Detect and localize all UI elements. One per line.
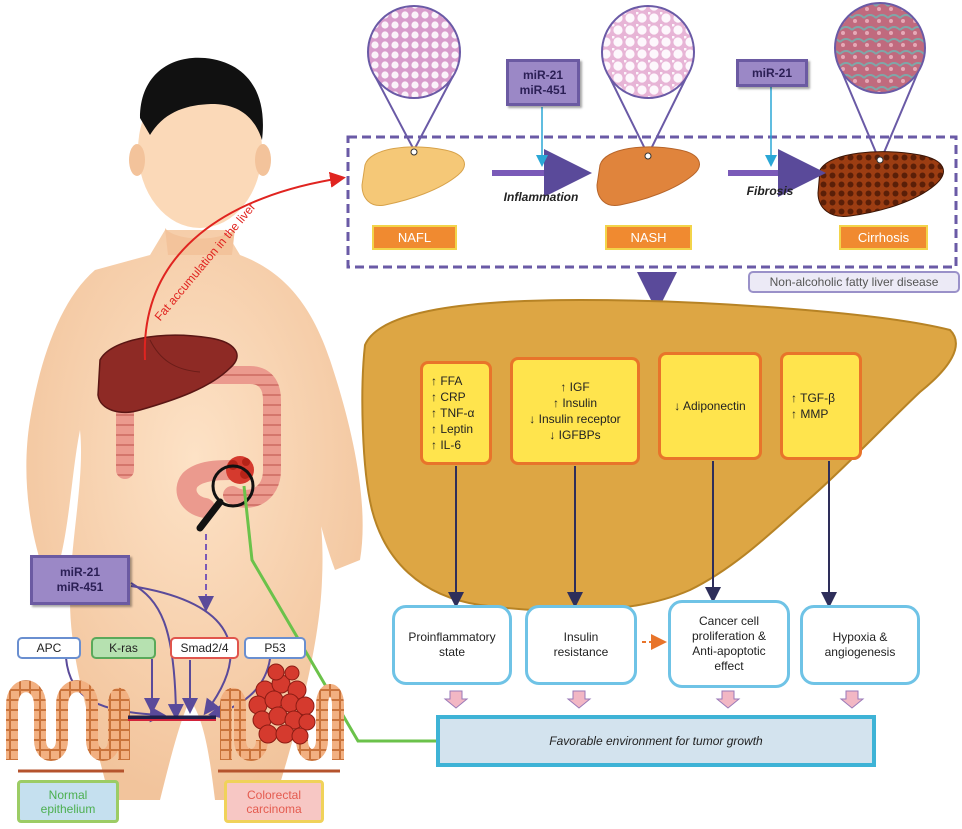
mir-box-bottom: miR-21 miR-451 (30, 555, 130, 605)
marker-insulin: ↑ Insulin (553, 395, 597, 411)
gene-smad: Smad2/4 (170, 637, 239, 659)
cancer-proliferation-box: Cancer cell proliferation & Anti-apoptot… (668, 600, 790, 688)
proinflammatory-line-1: Proinflammatory (408, 630, 495, 645)
mir-451-label: miR-451 (520, 83, 567, 98)
nafl-label: NAFL (372, 225, 457, 250)
favorable-environment-box: Favorable environment for tumor growth (436, 715, 876, 767)
crc-line-1: Colorectal (247, 788, 301, 802)
marker-insulin-receptor: ↓ Insulin receptor (529, 411, 620, 427)
gene-kras: K-ras (91, 637, 156, 659)
insulin-resistance-line-2: resistance (554, 645, 609, 660)
insulin-resistance-box: Insulin resistance (525, 605, 637, 685)
marker-igf: ↑ IGF (560, 379, 589, 395)
hypoxia-angiogenesis-box: Hypoxia & angiogenesis (800, 605, 920, 685)
cancer-line-2: proliferation & (692, 629, 766, 644)
colon-tumor-icon (226, 456, 254, 484)
normal-line-2: epithelium (41, 802, 96, 816)
nash-label: NASH (605, 225, 692, 250)
mir-bottom-21-label: miR-21 (60, 565, 100, 580)
colorectal-carcinoma-label: Colorectal carcinoma (224, 780, 324, 823)
cirrhosis-label: Cirrhosis (839, 225, 928, 250)
nafl-histology-icon (368, 6, 460, 150)
outcome-down-arrows (445, 691, 863, 708)
hypoxia-line-1: Hypoxia & (833, 630, 888, 645)
marker-igfbps: ↓ IGFBPs (549, 427, 600, 443)
normal-epithelium-label: Normal epithelium (17, 780, 119, 823)
adiponectin-box: ↓ Adiponectin (658, 352, 762, 460)
mir-21-label: miR-21 (523, 68, 563, 83)
insulin-markers-box: ↑ IGF ↑ Insulin ↓ Insulin receptor ↓ IGF… (510, 357, 640, 465)
proinflammatory-state-box: Proinflammatory state (392, 605, 512, 685)
mir-bottom-451-label: miR-451 (57, 580, 104, 595)
marker-adiponectin: ↓ Adiponectin (674, 398, 745, 414)
tgf-mmp-box: ↑ TGF-β ↑ MMP (780, 352, 862, 460)
mir-box-top-right: miR-21 (736, 59, 808, 87)
insulin-resistance-line-1: Insulin (564, 630, 599, 645)
gene-apc: APC (17, 637, 81, 659)
hypoxia-line-2: angiogenesis (825, 645, 896, 660)
cancer-line-4: effect (714, 659, 743, 674)
cancer-line-3: Anti-apoptotic (692, 644, 765, 659)
normal-line-1: Normal (49, 788, 88, 802)
cancer-line-1: Cancer cell (699, 614, 759, 629)
marker-tnf: ↑ TNF-α (431, 405, 481, 421)
marker-ffa: ↑ FFA (431, 373, 481, 389)
marker-tgf: ↑ TGF-β (791, 390, 851, 406)
nash-histology-icon (602, 6, 694, 155)
nafl-liver-icon (362, 147, 464, 206)
inflammation-label: Inflammation (486, 188, 596, 206)
inflammatory-markers-box: ↑ FFA ↑ CRP ↑ TNF-α ↑ Leptin ↑ IL-6 (420, 361, 492, 465)
marker-mmp: ↑ MMP (791, 406, 851, 422)
crc-line-2: carcinoma (246, 802, 301, 816)
gene-p53: P53 (244, 637, 306, 659)
fibrosis-label: Fibrosis (730, 182, 810, 200)
mir-box-top-left: miR-21 miR-451 (506, 59, 580, 106)
marker-leptin: ↑ Leptin (431, 421, 481, 437)
marker-crp: ↑ CRP (431, 389, 481, 405)
nafld-label: Non-alcoholic fatty liver disease (748, 271, 960, 293)
marker-il6: ↑ IL-6 (431, 437, 481, 453)
proinflammatory-line-2: state (439, 645, 465, 660)
